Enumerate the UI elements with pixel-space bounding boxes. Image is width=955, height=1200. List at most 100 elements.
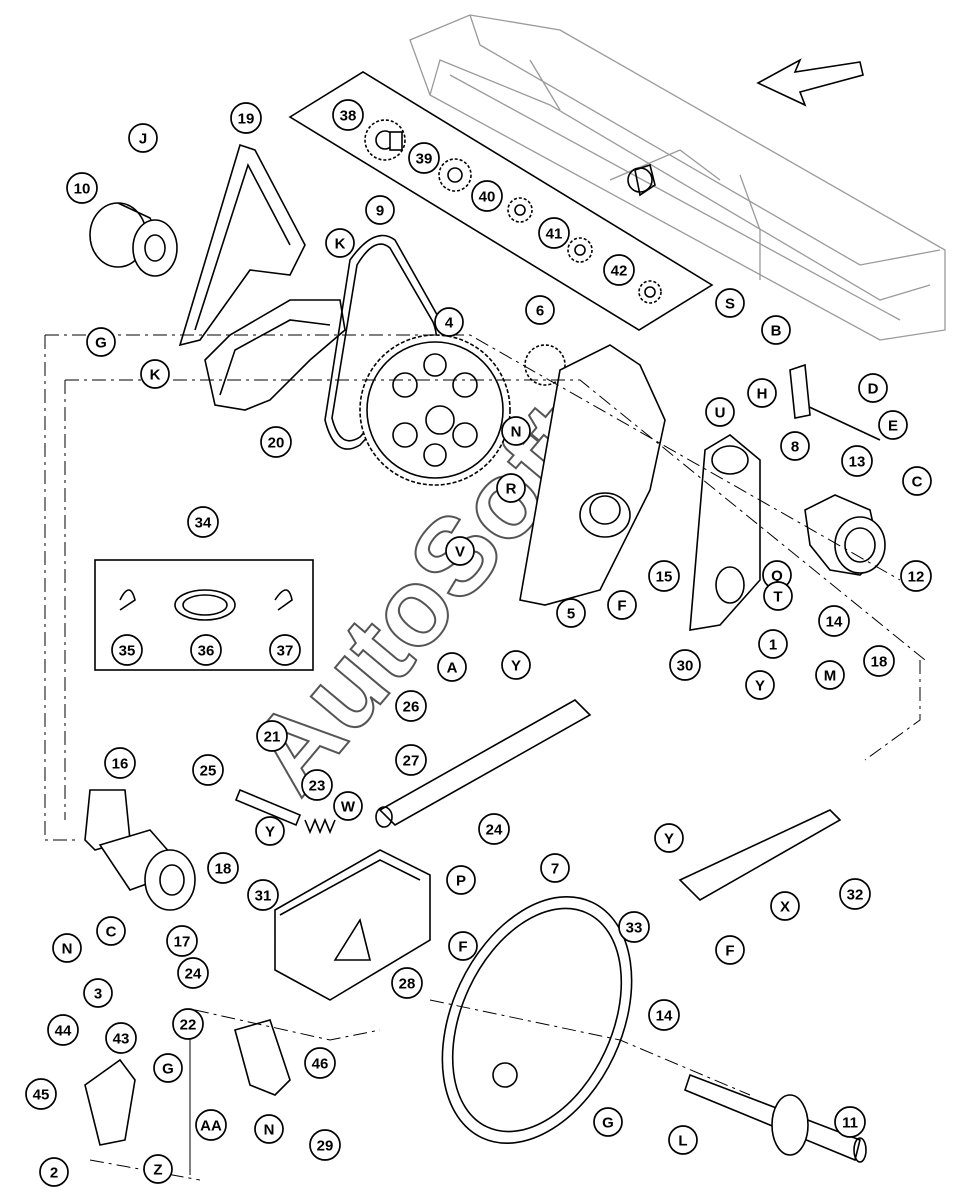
callout-label: 20 [268, 435, 285, 452]
callout-label: Y [755, 678, 765, 695]
callout-label: G [162, 1061, 174, 1078]
callout-34: 34 [187, 506, 219, 538]
callout-r: R [496, 473, 526, 503]
bracket-43 [84, 1058, 136, 1146]
callout-t: T [763, 581, 793, 611]
callout-n: N [254, 1114, 284, 1144]
callout-label: S [725, 296, 735, 313]
assembly-line [864, 660, 921, 761]
callout-29: 29 [309, 1129, 341, 1161]
callout-35: 35 [111, 634, 143, 666]
callout-f: F [448, 931, 478, 961]
callout-9: 9 [365, 195, 395, 225]
cover-20 [204, 299, 346, 411]
sprocket-41 [567, 237, 593, 263]
shield-19 [178, 143, 306, 347]
callout-18: 18 [863, 645, 895, 677]
callout-aa: AA [195, 1109, 227, 1141]
callout-38: 38 [332, 99, 364, 131]
shaft-27 [375, 699, 592, 828]
callout-label: 34 [195, 515, 212, 532]
callout-label: P [456, 873, 466, 890]
callout-label: 21 [264, 729, 281, 746]
tube-16 [84, 789, 196, 911]
callout-g: G [153, 1053, 183, 1083]
callout-label: 12 [908, 569, 925, 586]
callout-label: 41 [546, 226, 563, 243]
callout-label: 28 [399, 976, 416, 993]
callout-label: T [773, 589, 782, 606]
callout-14: 14 [648, 999, 680, 1031]
spring-23 [304, 817, 336, 835]
callout-label: 13 [849, 454, 866, 471]
callout-32: 32 [839, 878, 871, 910]
callout-l: L [668, 1125, 698, 1155]
callout-label: 7 [551, 861, 559, 878]
callout-45: 45 [25, 1078, 57, 1110]
callout-label: C [106, 924, 117, 941]
sprocket-38 [364, 119, 406, 161]
assembly-line [45, 334, 901, 581]
sprocket-40 [507, 197, 533, 223]
assembly-line [65, 379, 926, 661]
callout-label: 38 [340, 108, 357, 125]
callout-label: D [868, 381, 879, 398]
callout-label: B [771, 323, 782, 340]
callout-c: C [96, 916, 126, 946]
callout-label: G [602, 1115, 614, 1132]
callout-label: 22 [180, 1017, 197, 1034]
callout-label: N [264, 1122, 275, 1139]
callout-28: 28 [391, 967, 423, 999]
callout-42: 42 [603, 254, 635, 286]
callout-label: 1 [769, 637, 777, 654]
hub-10 [89, 202, 178, 277]
callout-label: E [888, 418, 898, 435]
callout-2: 2 [39, 1157, 69, 1187]
callout-17: 17 [166, 925, 198, 957]
callout-label: F [725, 943, 734, 960]
callout-label: 24 [185, 966, 202, 983]
callout-24: 24 [177, 957, 209, 989]
callout-5: 5 [556, 598, 586, 628]
callout-4: 4 [434, 307, 464, 337]
callout-label: G [95, 335, 107, 352]
callout-label: N [511, 424, 522, 441]
rod-13 [804, 404, 881, 441]
pin-25 [234, 788, 302, 827]
callout-label: 4 [445, 315, 454, 332]
callout-12: 12 [900, 560, 932, 592]
callout-label: L [678, 1133, 687, 1150]
callout-z: Z [143, 1154, 173, 1184]
callout-label: J [139, 131, 147, 148]
callout-15: 15 [648, 560, 680, 592]
callout-label: Y [664, 831, 674, 848]
callout-u: U [705, 397, 735, 427]
callout-16: 16 [104, 747, 136, 779]
callout-f: F [715, 935, 745, 965]
callout-27: 27 [395, 744, 427, 776]
callout-label: 33 [626, 920, 643, 937]
callout-label: 8 [791, 439, 799, 456]
callout-label: U [715, 405, 726, 422]
callout-label: 37 [277, 643, 294, 660]
callout-y: Y [745, 670, 775, 700]
callout-label: 3 [94, 986, 102, 1003]
callout-label: 35 [119, 643, 136, 660]
callout-label: N [62, 941, 73, 958]
direction-arrow [756, 58, 864, 107]
callout-46: 46 [304, 1047, 336, 1079]
callout-h: H [747, 378, 777, 408]
callout-label: 6 [536, 303, 544, 320]
callout-label: 10 [74, 181, 91, 198]
callout-40: 40 [471, 180, 503, 212]
callout-24: 24 [478, 813, 510, 845]
callout-n: N [501, 416, 531, 446]
callout-s: S [715, 288, 745, 318]
shaft-2 [684, 1073, 867, 1163]
callout-m: M [815, 660, 845, 690]
callout-g: G [593, 1107, 623, 1137]
callout-39: 39 [408, 142, 440, 174]
callout-label: 30 [677, 658, 694, 675]
callout-label: C [912, 474, 923, 491]
callout-y: Y [255, 816, 285, 846]
